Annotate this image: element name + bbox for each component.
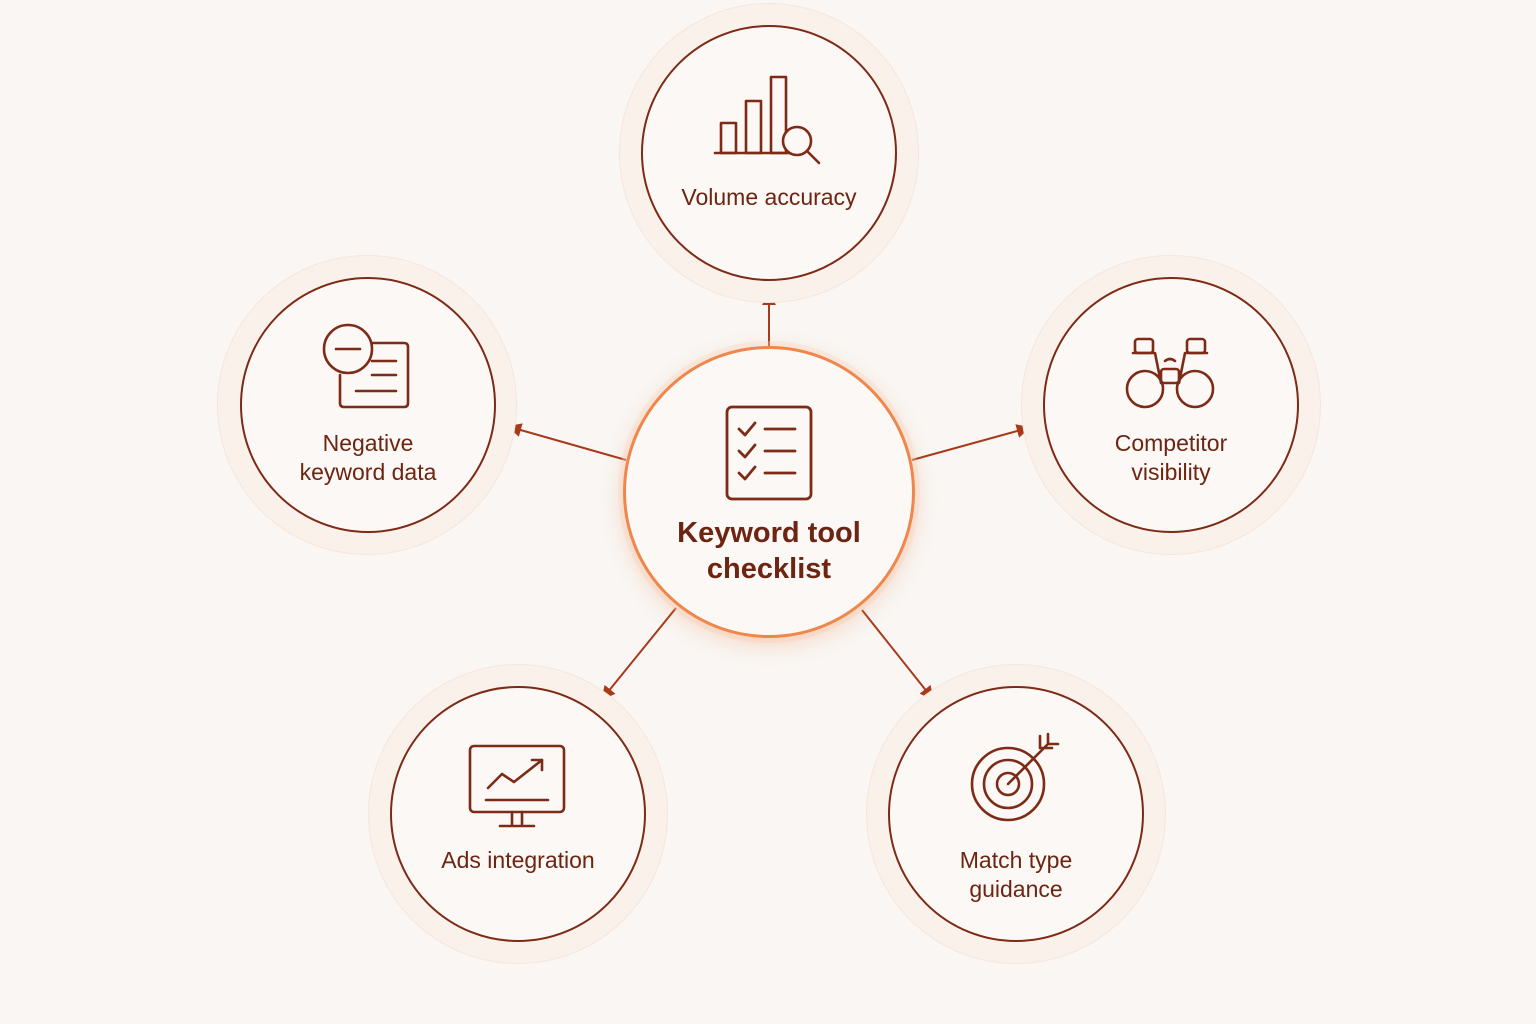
node-competitor-visibility: Competitor visibility <box>1043 277 1299 533</box>
document-minus-icon <box>320 321 416 418</box>
node-label: Match type guidance <box>959 847 1073 902</box>
node-label: Negative keyword data <box>299 430 437 485</box>
center-node: Keyword tool checklist <box>623 346 915 638</box>
node-volume-accuracy: Volume accuracy <box>641 25 897 281</box>
node-negative-keyword-data: Negative keyword data <box>240 277 496 533</box>
arrow-to-match <box>861 609 934 701</box>
node-match-type-guidance: Match type guidance <box>888 686 1144 942</box>
monitor-chart-icon <box>468 742 568 837</box>
node-label: Competitor visibility <box>1114 430 1228 485</box>
node-label: Ads integration <box>441 847 595 873</box>
bar-chart-search-icon <box>713 71 825 172</box>
arrow-to-negative <box>507 423 627 461</box>
arrow-to-competitor <box>911 424 1031 461</box>
center-label: Keyword tool checklist <box>677 517 861 585</box>
arrow-to-ads <box>601 607 677 701</box>
binoculars-icon <box>1123 335 1219 416</box>
checklist-icon <box>723 403 815 508</box>
target-arrow-icon <box>966 732 1066 827</box>
node-ads-integration: Ads integration <box>390 686 646 942</box>
node-label: Volume accuracy <box>681 184 857 210</box>
